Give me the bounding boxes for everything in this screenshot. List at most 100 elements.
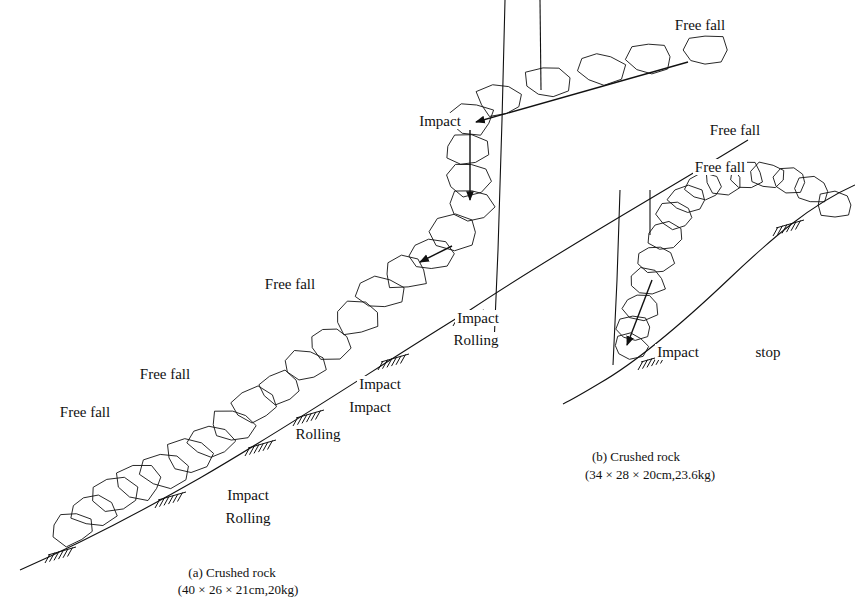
- hatch-stroke: [263, 442, 268, 451]
- rock-outline: [667, 185, 705, 212]
- motion-label: Impact: [357, 376, 403, 393]
- rock-outline: [447, 135, 489, 165]
- motion-label: Rolling: [223, 510, 272, 527]
- rock-outline: [213, 411, 256, 440]
- hatch-stroke: [778, 226, 783, 235]
- rock-outline: [387, 255, 426, 287]
- rock-outline: [751, 162, 784, 187]
- rock-outlines: [53, 36, 851, 547]
- hatch-stroke: [155, 499, 160, 508]
- rock-outline: [450, 191, 495, 221]
- hatch-stroke: [302, 414, 307, 423]
- motion-label: stop: [753, 344, 782, 361]
- hatch-stroke: [787, 223, 792, 232]
- motion-arrow: [420, 246, 452, 262]
- hatch-stroke: [401, 355, 406, 364]
- cliff-line: [649, 190, 650, 235]
- hatch-stroke: [638, 361, 643, 370]
- rock-outline: [71, 495, 117, 525]
- rock-outline: [116, 465, 160, 500]
- motion-arrow: [476, 62, 688, 122]
- hatch-stroke: [647, 358, 652, 367]
- rock-outline: [795, 176, 828, 201]
- motion-arrow: [627, 280, 652, 345]
- figure-caption: (b) Crushed rock: [590, 450, 682, 464]
- hatch-stroke: [68, 548, 73, 557]
- rock-outline: [773, 168, 805, 193]
- hatch-stroke: [307, 413, 312, 422]
- rock-outline: [93, 477, 138, 511]
- cliff-line: [613, 190, 620, 365]
- rock-outline: [312, 329, 351, 359]
- motion-label: Impact: [225, 487, 271, 504]
- motion-label: Impact: [417, 113, 463, 130]
- cliff-line: [540, 0, 541, 90]
- rock-outline: [638, 247, 675, 272]
- motion-arrow: [469, 130, 470, 200]
- rock-outline: [338, 301, 378, 335]
- hatch-stroke: [254, 444, 259, 453]
- slope-line: [563, 185, 855, 404]
- hatch-stroke: [643, 360, 648, 369]
- motion-label: Impact: [655, 344, 701, 361]
- motion-label: Free fall: [673, 17, 727, 34]
- motion-label: Rolling: [293, 426, 342, 443]
- motion-label: Free fall: [138, 366, 192, 383]
- hatch-stroke: [378, 361, 383, 370]
- hatch-stroke: [268, 441, 273, 450]
- hatch-stroke: [45, 554, 50, 563]
- rock-outline: [409, 239, 454, 268]
- hatch-stroke: [383, 360, 388, 369]
- motion-label: Rolling: [451, 332, 500, 349]
- motion-label: Impact: [455, 310, 501, 327]
- rock-dimensions: (40 × 26 × 21cm,20kg): [176, 583, 300, 597]
- motion-label: Free fall: [58, 404, 112, 421]
- rock-outline: [429, 214, 475, 251]
- slope-line: [20, 140, 748, 570]
- hatch-stroke: [169, 495, 174, 504]
- rock-outline: [187, 426, 236, 457]
- hatch-stroke: [298, 416, 303, 425]
- rock-outline: [818, 191, 851, 217]
- rock-outline: [577, 54, 625, 86]
- hatch-stroke: [160, 498, 165, 507]
- motion-label: Free fall: [708, 122, 762, 139]
- hatch-stroke: [59, 550, 64, 559]
- motion-label: Impact: [347, 399, 393, 416]
- figure-caption: (a) Crushed rock: [186, 566, 277, 580]
- rock-outline: [231, 386, 277, 423]
- rock-outline: [53, 514, 92, 547]
- hatch-stroke: [782, 224, 787, 233]
- hatch-stroke: [173, 494, 178, 503]
- rock-outline: [683, 36, 727, 64]
- rock-outline: [656, 202, 692, 229]
- rock-outline: [525, 68, 570, 97]
- hatch-stroke: [164, 496, 169, 505]
- hatch-stroke: [293, 417, 298, 426]
- hatch-stroke: [311, 412, 316, 421]
- rock-outline: [447, 164, 492, 197]
- hatch-stroke: [316, 411, 321, 420]
- hatch-stroke: [796, 221, 801, 230]
- hatch-stroke: [178, 493, 183, 502]
- ground-hatch: [45, 220, 804, 563]
- rock-outline: [259, 370, 299, 405]
- hatch-stroke: [54, 551, 59, 560]
- hatch-stroke: [387, 358, 392, 367]
- hatch-stroke: [791, 222, 796, 231]
- rock-outline: [648, 221, 682, 249]
- rock-dimensions: (34 × 28 × 20cm,23.6kg): [583, 468, 717, 482]
- rock-outline: [615, 333, 648, 359]
- hatch-stroke: [773, 227, 778, 236]
- hatch-stroke: [259, 443, 264, 452]
- hatch-stroke: [396, 356, 401, 365]
- motion-label: Free fall: [263, 276, 317, 293]
- rock-outline: [139, 454, 188, 488]
- hatch-stroke: [392, 357, 397, 366]
- hatch-stroke: [245, 447, 250, 456]
- hatch-stroke: [250, 446, 255, 455]
- hatch-stroke: [63, 549, 68, 558]
- motion-label: Free fall: [693, 159, 747, 176]
